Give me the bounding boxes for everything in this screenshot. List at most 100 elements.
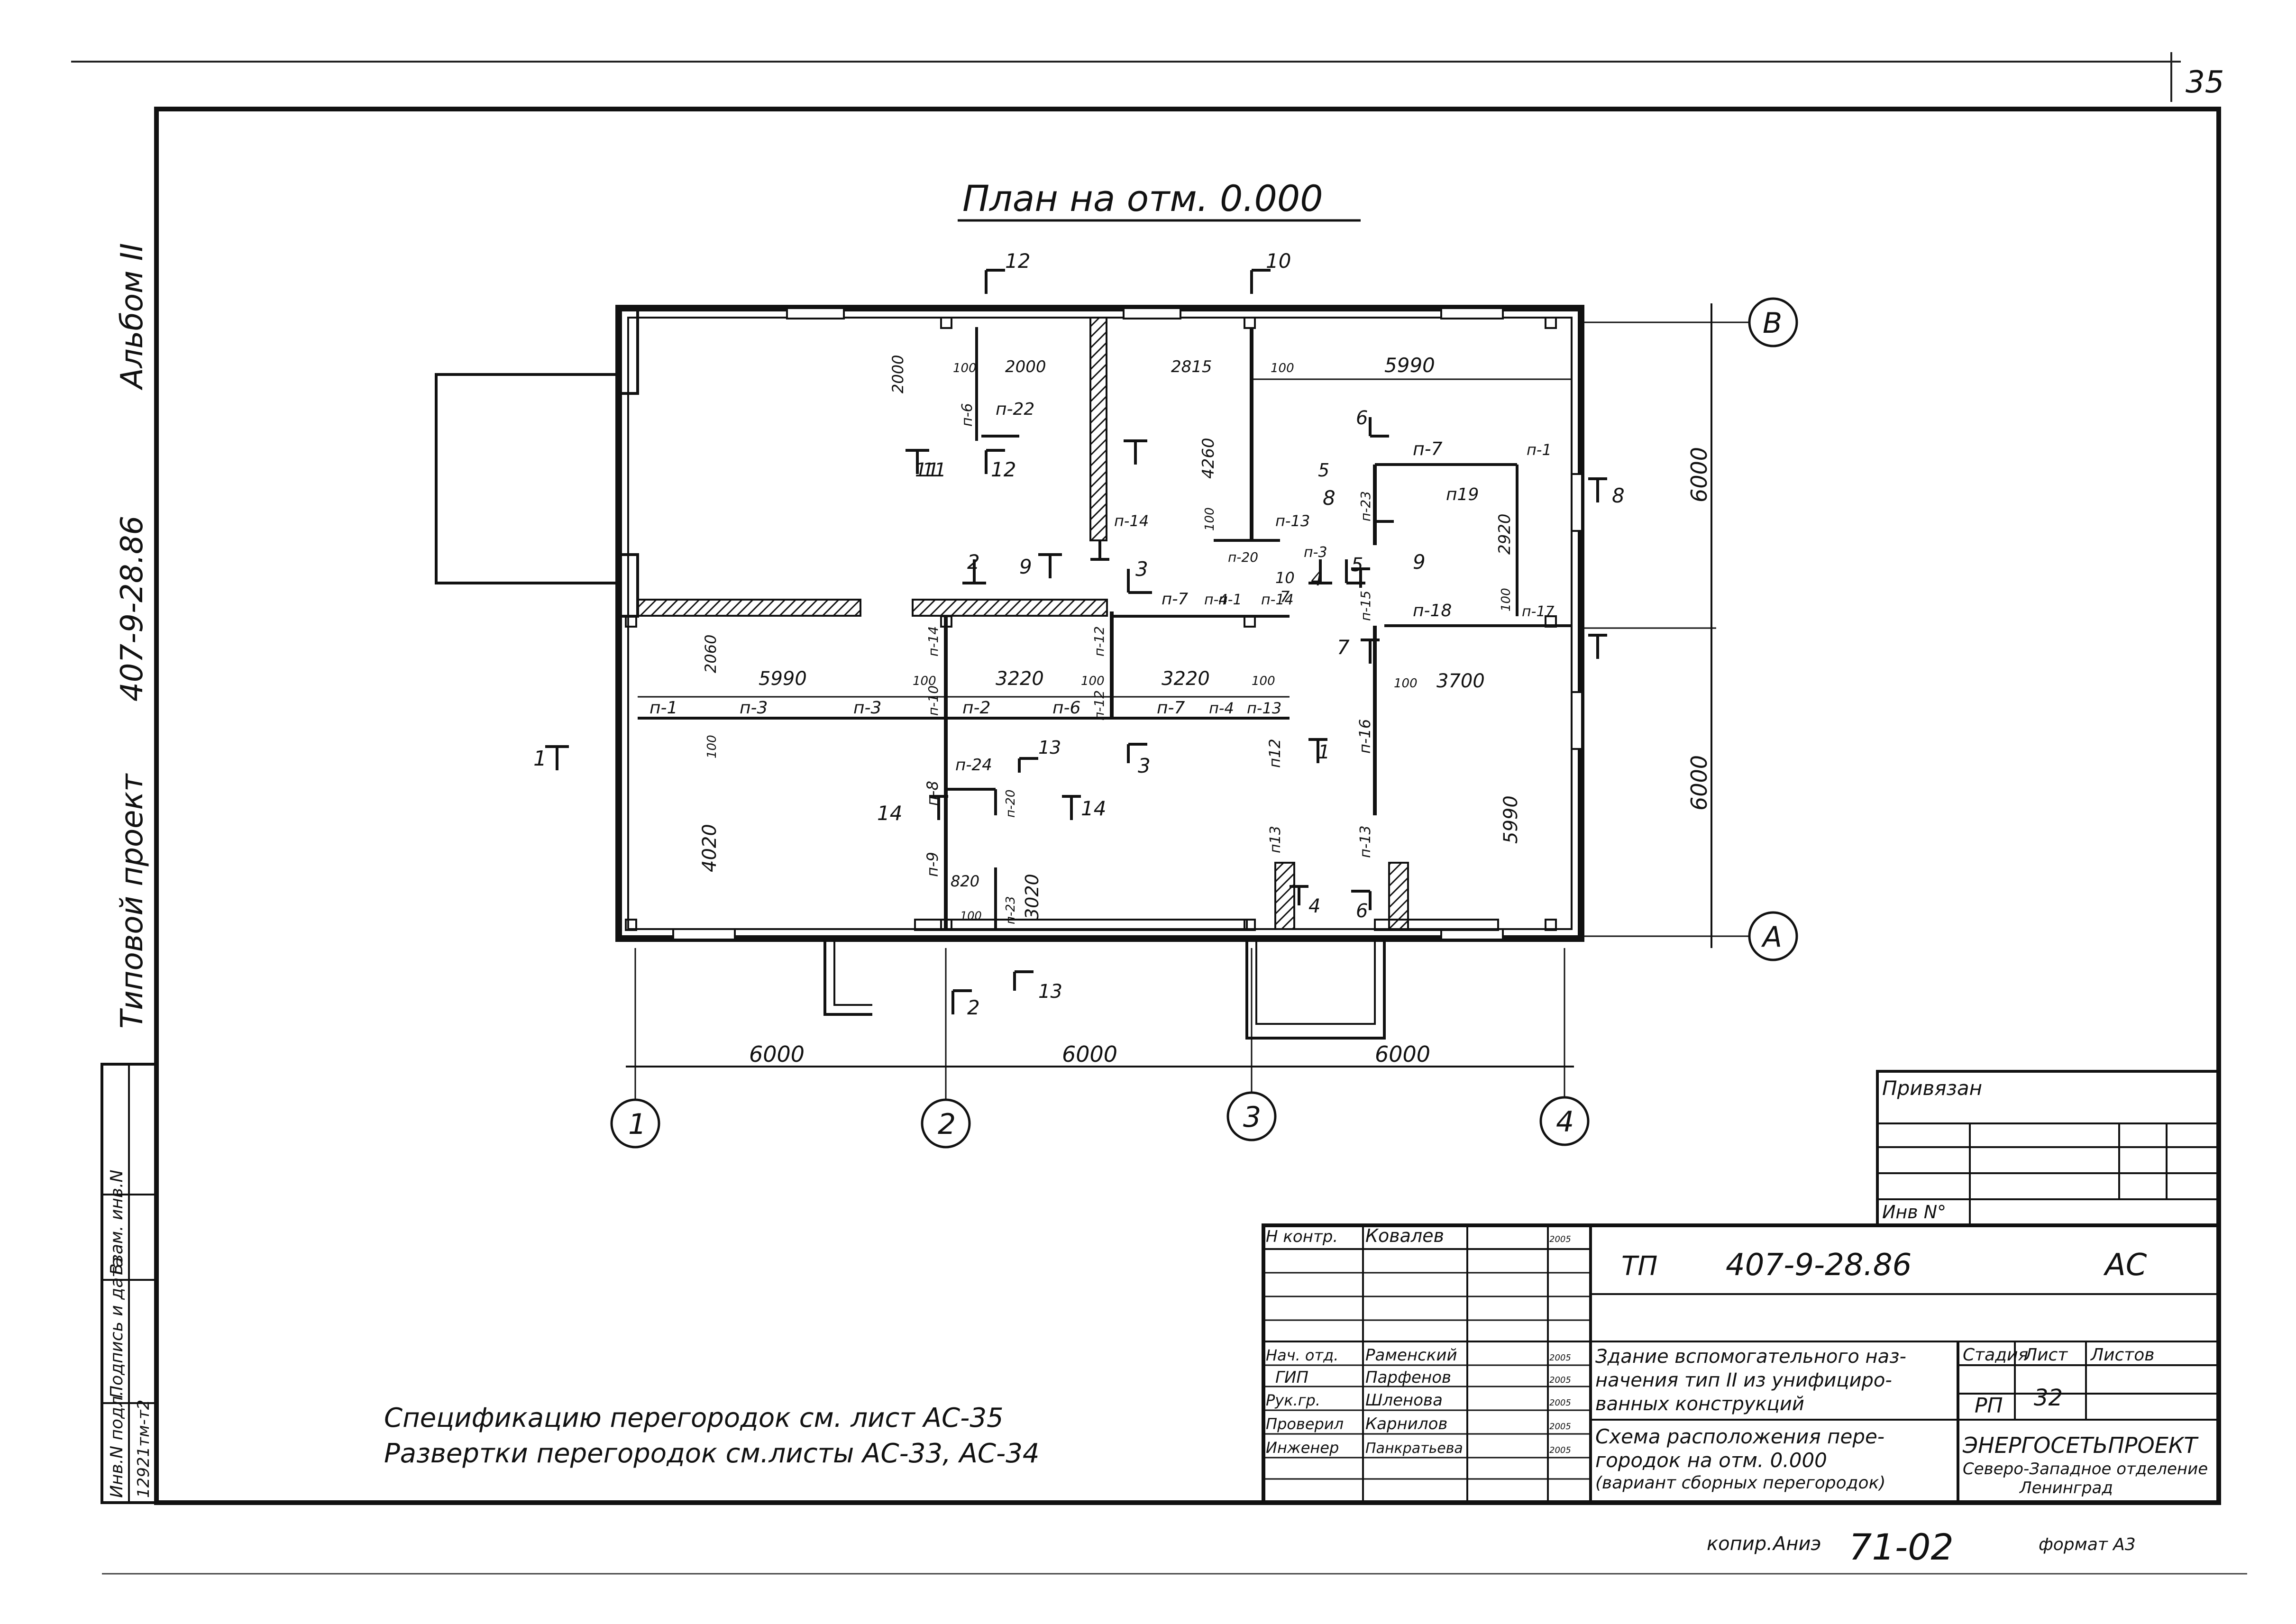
svg-text:п-2: п-2 (962, 698, 990, 718)
note-developments: Развертки перегородок см.листы АС-33, АС… (384, 1438, 1039, 1469)
svg-text:10: 10 (1275, 569, 1295, 587)
svg-text:3020: 3020 (1022, 874, 1043, 920)
axis-2-label: 2 (938, 1108, 956, 1141)
svg-text:копир.: копир. (1707, 1533, 1773, 1555)
svg-text:Нач. отд.: Нач. отд. (1266, 1346, 1338, 1364)
svg-text:п-16: п-16 (1356, 719, 1374, 754)
svg-text:2060: 2060 (702, 635, 720, 673)
svg-text:Ковалев: Ковалев (1365, 1225, 1444, 1246)
svg-text:Карнилов: Карнилов (1365, 1414, 1447, 1433)
dim-bottom-1: 6000 (749, 1041, 805, 1067)
axis-bubbles: 1 2 3 4 В А (610, 297, 1798, 1149)
svg-text:п-3: п-3 (1304, 544, 1327, 561)
svg-text:Здание вспомогательного наз-: Здание вспомогательного наз- (1595, 1346, 1906, 1368)
section-marks (545, 269, 1607, 1014)
svg-text:п-7: п-7 (1413, 438, 1443, 459)
svg-text:п-1: п-1 (649, 698, 677, 718)
svg-text:Шленова: Шленова (1365, 1391, 1443, 1410)
doc-code: 407-9-28.86 (1726, 1248, 1912, 1283)
svg-text:городок на отм. 0.000: городок на отм. 0.000 (1595, 1449, 1827, 1472)
svg-text:п-14: п-14 (925, 626, 941, 657)
inv-no-label: Инв N° (1882, 1202, 1946, 1223)
svg-text:5: 5 (1318, 460, 1329, 481)
note-specification: Спецификацию перегородок см. лист АС-35 (384, 1403, 1004, 1433)
svg-text:8: 8 (1612, 484, 1625, 507)
svg-text:13: 13 (1038, 737, 1061, 758)
svg-text:Инженер: Инженер (1266, 1439, 1339, 1457)
svg-text:п-3: п-3 (740, 698, 768, 718)
svg-text:1: 1 (1318, 741, 1330, 763)
stamp-label-replace: Взам. инв.N (107, 1170, 127, 1275)
svg-text:Н контр.: Н контр. (1266, 1227, 1338, 1246)
svg-text:п-20: п-20 (1228, 549, 1258, 565)
svg-text:2: 2 (967, 996, 980, 1019)
svg-text:п-7: п-7 (1157, 698, 1185, 718)
svg-text:п-18: п-18 (1413, 601, 1452, 620)
svg-text:2005: 2005 (1549, 1422, 1571, 1432)
svg-text:Аниэ: Аниэ (1772, 1533, 1821, 1555)
svg-text:п13: п13 (1267, 826, 1284, 853)
floor-plan (435, 305, 1584, 1040)
svg-text:формат А3: формат А3 (2039, 1535, 2136, 1554)
svg-text:5990: 5990 (759, 668, 807, 690)
svg-text:п-10: п-10 (925, 685, 941, 716)
svg-text:100: 100 (913, 674, 936, 688)
svg-text:820: 820 (951, 872, 979, 890)
doc-code-prefix: ТП (1621, 1251, 1657, 1282)
title-block-text: Привязан Инв N° Н контр. Ковалев 2005 На… (1266, 1077, 2208, 1497)
svg-text:11: 11 (922, 459, 946, 481)
axis-4-label: 4 (1556, 1105, 1574, 1139)
svg-text:32: 32 (2034, 1385, 2063, 1411)
svg-text:Парфенов: Парфенов (1365, 1368, 1451, 1387)
svg-text:100: 100 (1499, 588, 1513, 611)
project-code-side: 407-9-28.86 (115, 516, 150, 702)
svg-text:14: 14 (1081, 797, 1106, 820)
partition-labels: п-1 п-2 п-3 п-3 п-4 п-6 п-7 п-4 п-13 п-1… (649, 400, 1555, 924)
svg-text:п-12: п-12 (1091, 626, 1107, 657)
svg-text:3220: 3220 (996, 668, 1044, 690)
svg-text:6: 6 (1356, 900, 1368, 922)
svg-text:п-1: п-1 (1527, 441, 1552, 459)
svg-text:100: 100 (1271, 361, 1294, 375)
svg-text:п-14: п-14 (1261, 592, 1294, 608)
svg-text:п-4: п-4 (1209, 699, 1234, 717)
plan-title: План на отм. 0.000 (962, 177, 1323, 219)
svg-text:71-02: 71-02 (1849, 1526, 1954, 1568)
drawing-frame (154, 107, 2221, 1505)
svg-text:2005: 2005 (1549, 1398, 1571, 1408)
svg-text:5990: 5990 (1384, 354, 1435, 377)
svg-text:2920: 2920 (1495, 513, 1514, 555)
stamp-inv-value: 12921тм-т2 (134, 1400, 153, 1498)
dim-right-2: 6000 (1686, 755, 1712, 811)
svg-text:ванных конструкций: ванных конструкций (1595, 1393, 1804, 1415)
svg-text:9: 9 (1019, 555, 1032, 578)
svg-text:4260: 4260 (1199, 438, 1218, 479)
svg-text:начения тип II из унифициро-: начения тип II из унифициро- (1595, 1369, 1892, 1391)
svg-text:9: 9 (1413, 550, 1426, 574)
svg-text:РП: РП (1975, 1394, 2003, 1418)
stamp-label-signature: Подпись и дата (107, 1257, 127, 1398)
svg-text:2005: 2005 (1549, 1353, 1571, 1363)
svg-text:14: 14 (877, 802, 902, 825)
svg-text:п12: п12 (1266, 739, 1284, 768)
svg-text:6: 6 (1356, 407, 1368, 429)
footer: копир. Аниэ 71-02 формат А3 (1707, 1526, 2136, 1568)
left-stamp: Инв.N подл. Подпись и дата Взам. инв.N 1… (101, 1063, 158, 1504)
dim-right-1: 6000 (1686, 447, 1712, 502)
svg-text:Раменский: Раменский (1365, 1346, 1457, 1365)
svg-text:п-22: п-22 (996, 400, 1034, 419)
dim-bottom-3: 6000 (1375, 1041, 1430, 1067)
svg-text:100: 100 (705, 735, 719, 758)
svg-text:п-1: п-1 (1218, 592, 1242, 608)
svg-text:п-20: п-20 (1004, 790, 1018, 818)
svg-text:(вариант сборных перегородок): (вариант сборных перегородок) (1595, 1473, 1885, 1493)
svg-text:п-23: п-23 (1358, 491, 1373, 521)
svg-text:100: 100 (960, 909, 982, 922)
page-number: 35 (2186, 65, 2224, 100)
svg-text:Рук.гр.: Рук.гр. (1266, 1391, 1320, 1409)
svg-text:10: 10 (1266, 249, 1291, 273)
svg-text:1: 1 (533, 747, 547, 771)
svg-text:5: 5 (1351, 554, 1363, 576)
section-mark-numbers: 1 2 3 4 5 6 7 8 9 10 11 12 13 14 1 2 3 4… (533, 249, 1625, 1019)
